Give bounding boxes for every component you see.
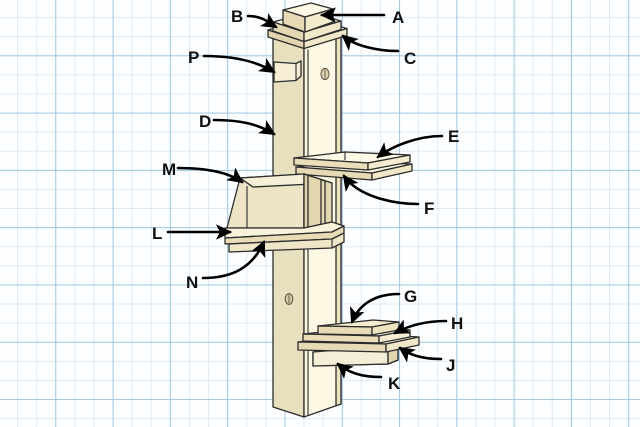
callout-label-K: K: [388, 374, 401, 393]
callout-label-F: F: [424, 199, 435, 218]
leader-M: [176, 166, 244, 184]
callout-label-L: L: [152, 224, 163, 243]
leader-B: [246, 12, 278, 29]
leader-lines: [166, 7, 448, 379]
leader-C: [341, 34, 400, 53]
callout-label-N: N: [186, 273, 199, 292]
leader-J: [398, 346, 443, 363]
screw-head-lower: [284, 293, 294, 305]
callout-label-G: G: [404, 287, 418, 306]
leader-P: [202, 54, 276, 74]
callout-label-E: E: [448, 127, 460, 146]
callout-label-A: A: [392, 8, 405, 27]
leader-E: [376, 134, 444, 159]
callout-label-D: D: [199, 112, 212, 131]
screw-head-upper: [320, 67, 330, 81]
part-newspaper-holder-block: [273, 60, 302, 83]
leader-N: [201, 240, 266, 280]
part-mailbox-body: [226, 173, 333, 229]
leader-D: [212, 118, 276, 136]
callout-label-B: B: [231, 7, 244, 26]
callout-label-H: H: [451, 314, 464, 333]
callout-label-P: P: [188, 48, 200, 67]
leader-K: [336, 362, 383, 379]
leader-G: [349, 292, 401, 324]
post-front-overlap: [304, 163, 341, 260]
callout-label-J: J: [446, 356, 456, 375]
callout-label-C: C: [404, 49, 417, 68]
leader-H: [393, 319, 448, 335]
callout-label-M: M: [162, 160, 177, 179]
leader-F: [342, 174, 420, 206]
